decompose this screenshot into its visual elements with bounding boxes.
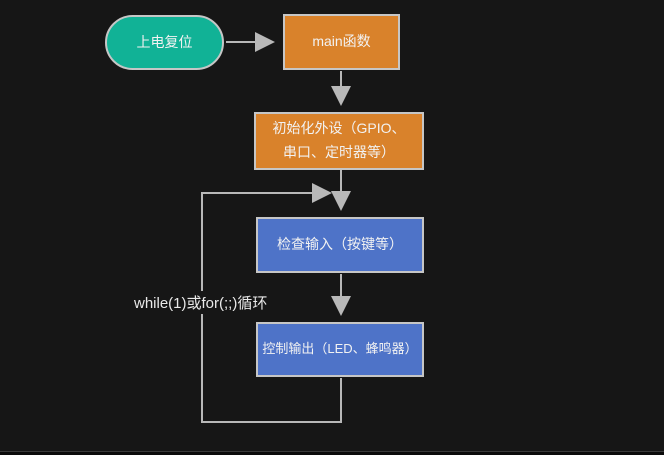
node-init-peripherals[interactable]: 初始化外设（GPIO、串口、定时器等）	[254, 112, 424, 170]
node-power-on-reset[interactable]: 上电复位	[105, 15, 224, 70]
node-power-on-reset-label: 上电复位	[136, 33, 193, 50]
edge-loop-back	[201, 183, 342, 423]
bottom-divider	[0, 451, 664, 455]
node-check-input-label: 检查输入（按键等）	[277, 236, 403, 253]
node-init-peripherals-label: 初始化外设（GPIO、串口、定时器等）	[272, 120, 406, 160]
node-check-input[interactable]: 检查输入（按键等）	[256, 217, 424, 273]
node-control-output-label: 控制输出（LED、蜂鸣器）	[262, 341, 418, 357]
node-main-function-label: main函数	[312, 33, 371, 50]
node-control-output[interactable]: 控制输出（LED、蜂鸣器）	[256, 322, 424, 377]
loop-edge-label[interactable]: while(1)或for(;;)循环	[131, 291, 271, 314]
node-main-function[interactable]: main函数	[283, 14, 400, 70]
